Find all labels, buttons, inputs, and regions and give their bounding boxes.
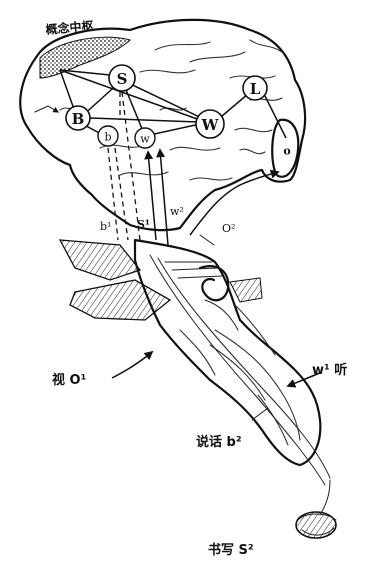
- node-s-label: S: [117, 70, 128, 88]
- pathways: [108, 92, 278, 245]
- concept-centre-title: 概念中枢: [45, 18, 94, 37]
- node-w: W: [196, 110, 224, 138]
- label-vision: 视 O¹: [52, 372, 86, 388]
- label-s1: S¹: [137, 218, 150, 231]
- label-speaking: 说话 b²: [196, 434, 242, 450]
- label-writing: 书写 S²: [208, 542, 254, 558]
- node-w-label: W: [201, 116, 220, 134]
- label-w2: w²: [170, 205, 184, 218]
- node-b: B: [66, 106, 90, 130]
- brain: [20, 20, 305, 230]
- mid-hatch: [230, 278, 262, 302]
- brainstem: [135, 240, 320, 465]
- node-l: L: [243, 76, 267, 100]
- writing-hand: [296, 512, 336, 538]
- node-o: o: [283, 145, 290, 158]
- node-w-small-label: w: [140, 133, 150, 146]
- node-l-label: L: [250, 80, 261, 98]
- node-b-small: b: [98, 126, 118, 146]
- node-w-small: w: [135, 128, 155, 148]
- left-hatch-region: [60, 240, 140, 280]
- brainstem-body: [60, 240, 336, 538]
- label-o2: O²: [222, 222, 235, 235]
- node-b-small-label: b: [104, 131, 111, 144]
- label-b1: b¹: [100, 220, 111, 233]
- node-o-label: o: [283, 145, 290, 158]
- node-b-label: B: [72, 110, 85, 128]
- label-hearing: w¹ 听: [312, 362, 347, 378]
- node-s: S: [109, 65, 135, 91]
